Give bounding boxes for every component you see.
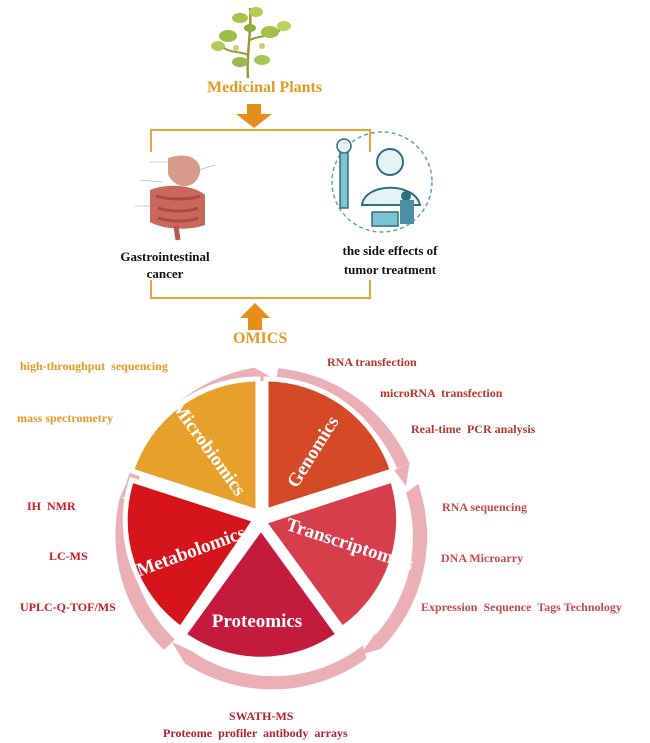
sector-transcriptomics	[259, 476, 402, 633]
technique-high-throughput-sequencing: high-throughput sequencing	[20, 359, 168, 373]
technique-realtime-pcr: Real-time PCR analysis	[411, 422, 536, 436]
technique-dna-microarray: DNA Microarry	[441, 551, 524, 565]
technique-swath-ms: SWATH-MS	[229, 709, 294, 723]
sector-proteomics	[180, 523, 342, 662]
label-proteomics: Proteomics	[212, 611, 302, 632]
omics-label: OMICS	[233, 330, 288, 347]
technique-rna-transfection: RNA transfection	[327, 355, 417, 369]
medicinal-plants-label: Medicinal Plants	[207, 79, 323, 96]
technique-rna-sequencing: RNA sequencing	[442, 500, 528, 514]
down-arrow-icon	[236, 104, 272, 128]
gi-cancer-line1: Gastrointestinal	[120, 249, 210, 264]
technique-ih-nmr: IH NMR	[27, 499, 76, 513]
side-effects-line2: tumor treatment	[343, 262, 437, 277]
sector-genomics	[263, 376, 396, 515]
top-bracket	[150, 129, 371, 152]
technique-microrna-transfection: microRNA transfection	[380, 386, 503, 400]
sector-microbiomics	[128, 376, 261, 516]
side-effects-label: the side effects of tumor treatment	[322, 241, 458, 279]
technique-expression-sequence-tags: Expression Sequence Tags Technology	[421, 600, 622, 614]
technique-lc-ms: LC-MS	[49, 549, 88, 563]
technique-proteome-profiler-arrays: Proteome profiler antibody arrays	[163, 726, 348, 740]
gi-cancer-label: Gastrointestinal cancer	[110, 248, 220, 282]
plant-icon	[211, 7, 291, 79]
technique-mass-spectrometry: mass spectrometry	[17, 411, 114, 425]
technique-uplc-q-tof-ms: UPLC-Q-TOF/MS	[20, 600, 116, 614]
sector-metabolomics	[122, 476, 259, 633]
bottom-bracket	[150, 280, 371, 299]
up-arrow-icon	[240, 303, 270, 330]
patient-side-effects-icon	[331, 131, 433, 233]
gi-cancer-line2: cancer	[146, 266, 184, 281]
side-effects-line1: the side effects of	[342, 243, 438, 258]
omics-wheel	[122, 376, 402, 662]
digestive-system-icon	[135, 155, 216, 241]
